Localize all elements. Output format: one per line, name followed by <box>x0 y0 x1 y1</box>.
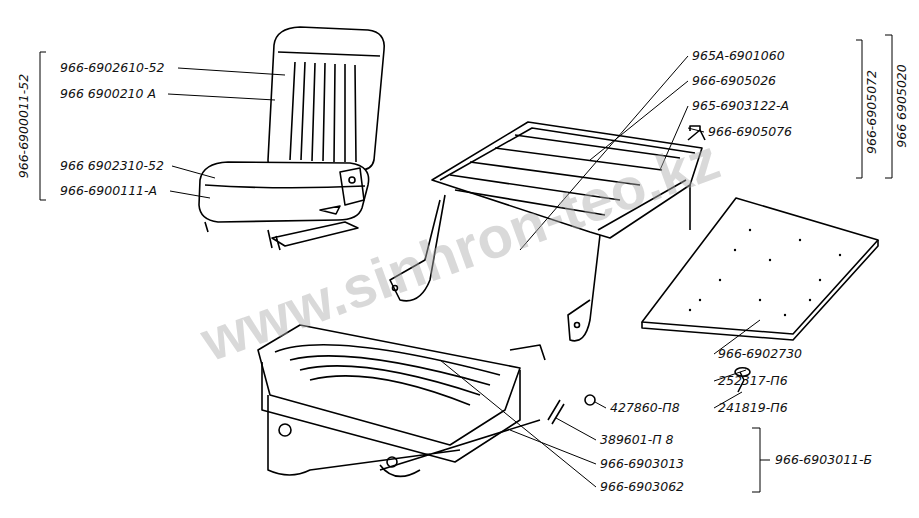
part-number: 966-6903013 <box>600 458 684 471</box>
part-number: 241819-П6 <box>718 402 788 415</box>
part-number: 966-6902730 <box>718 348 802 361</box>
group-part-number: 966-6905072 <box>866 70 879 154</box>
part-number: 965А-6901060 <box>692 50 785 63</box>
group-part-number: 966 6905020 <box>896 64 909 148</box>
part-number: 966-6900111-А <box>60 185 157 198</box>
part-number: 389601-П 8 <box>600 434 674 447</box>
part-number: 966 6902310-52 <box>60 160 164 173</box>
group-part-number: 966-6900011-52 <box>18 74 31 178</box>
part-number: 966-6903062 <box>600 481 684 494</box>
part-number: 966 6900210 А <box>60 88 156 101</box>
part-number: 966-6905026 <box>692 75 776 88</box>
part-number: 966-6902610-52 <box>60 62 164 75</box>
part-number: 252317-П6 <box>718 375 788 388</box>
part-number: 965-6903122-А <box>692 100 789 113</box>
part-number: 427860-П8 <box>610 402 680 415</box>
part-number: 966-6903011-Б <box>775 454 872 467</box>
part-number: 966-6905076 <box>708 126 792 139</box>
